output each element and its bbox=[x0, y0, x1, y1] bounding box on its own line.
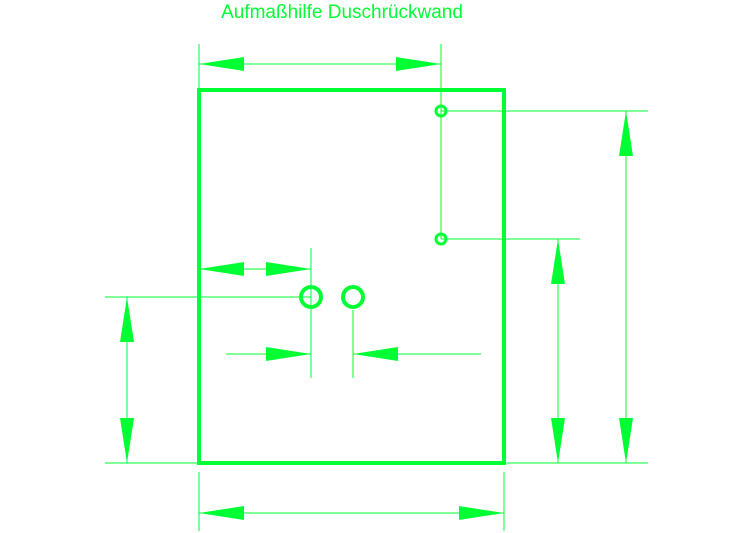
dimension-lines bbox=[120, 57, 633, 520]
panel-outline bbox=[197, 88, 506, 465]
hole-top-small bbox=[434, 104, 448, 118]
page-title: Aufmaßhilfe Duschrückwand bbox=[221, 2, 463, 23]
extension-lines bbox=[105, 44, 648, 531]
hole-large-left bbox=[299, 285, 323, 309]
hole-middle-small bbox=[434, 232, 448, 246]
fixture-holes bbox=[299, 104, 448, 309]
hole-large-right bbox=[341, 285, 365, 309]
